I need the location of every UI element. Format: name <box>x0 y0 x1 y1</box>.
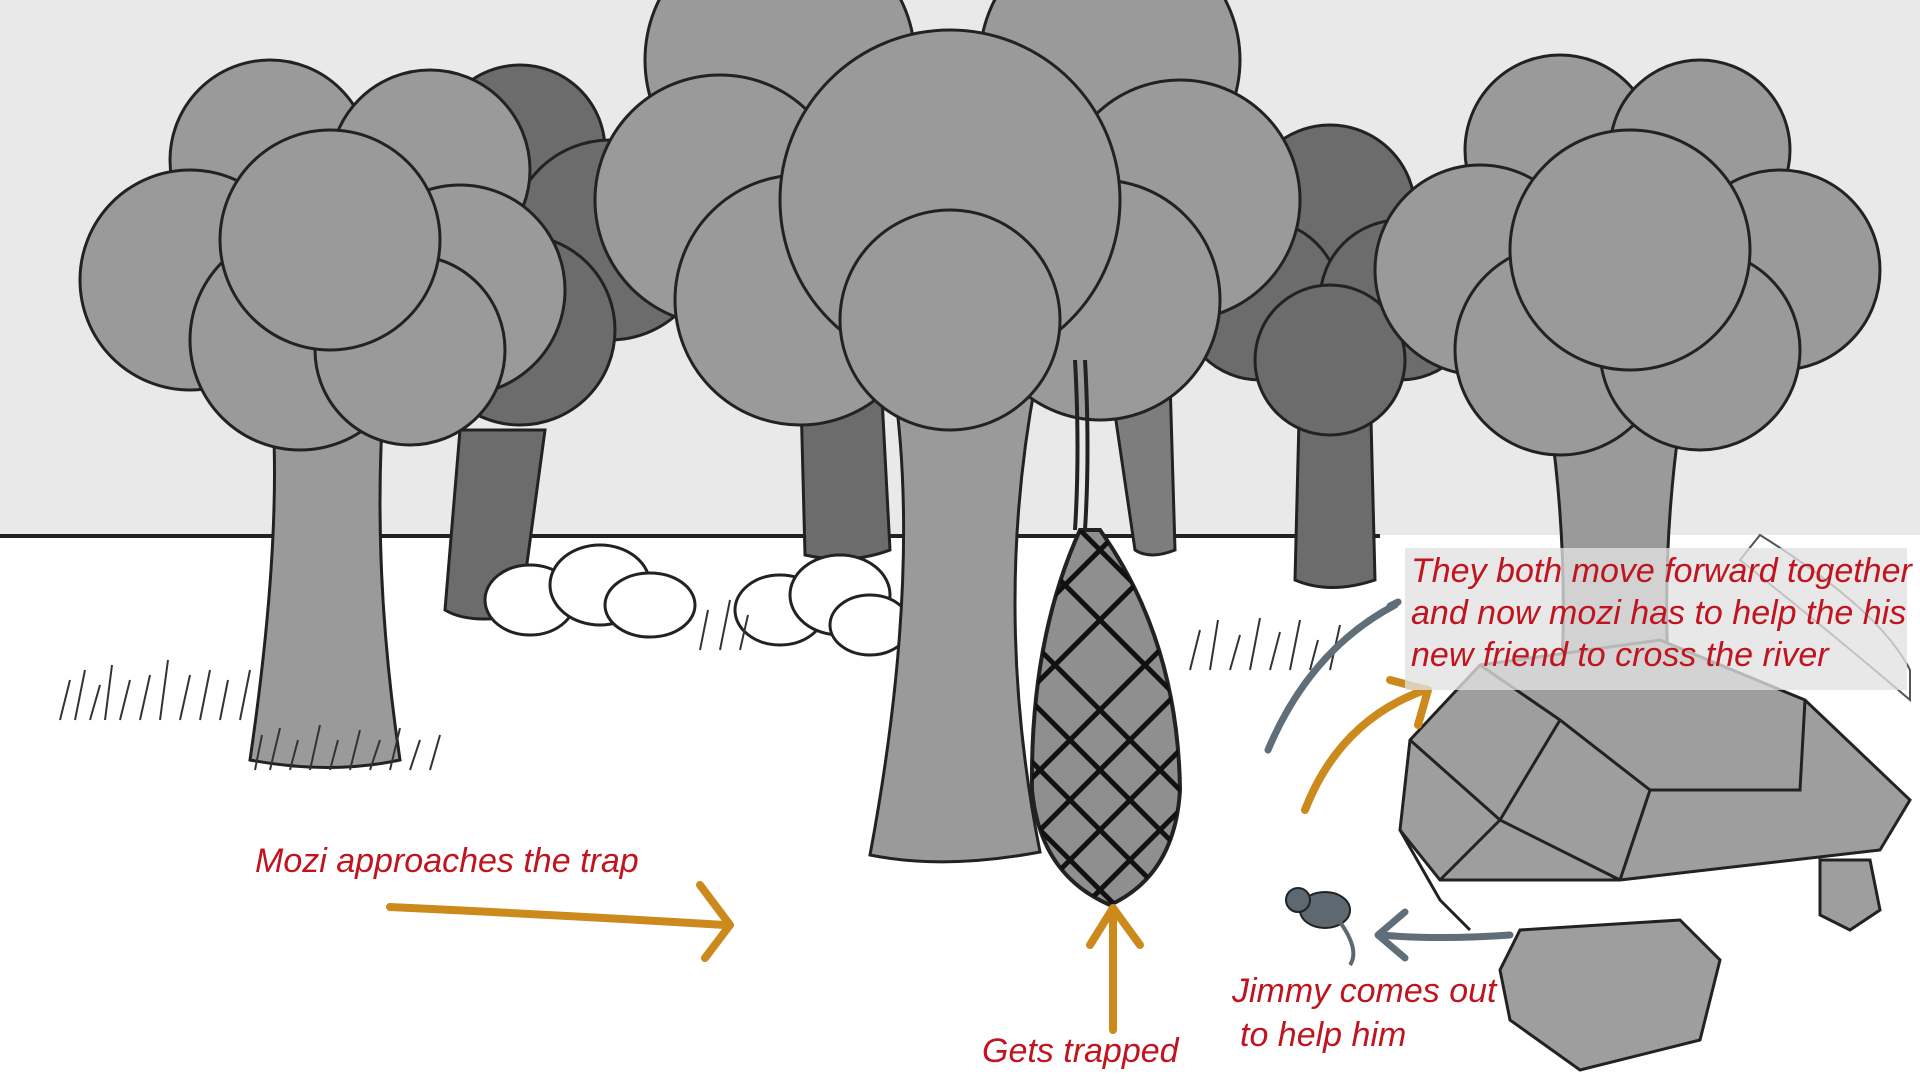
tree-mid-right <box>1108 378 1177 557</box>
arrow-forward-orange-icon <box>1301 676 1432 814</box>
caption-trapped: Gets trapped <box>982 1032 1179 1070</box>
caption-jimmy-line1: Jimmy comes out <box>1232 972 1497 1010</box>
bush-right <box>733 553 912 657</box>
arrow-trapped-icon <box>1086 904 1144 1034</box>
net-trap-icon <box>1029 359 1183 908</box>
tree-front-center <box>593 0 1302 864</box>
caption-together-line3: new friend to cross the river <box>1411 636 1829 674</box>
mouse-sketch-icon <box>1285 887 1356 967</box>
tree-front-left <box>78 58 567 769</box>
bush-left <box>483 543 697 639</box>
caption-jimmy-line2: to help him <box>1240 1016 1407 1054</box>
caption-together-box: They both move forward together and now … <box>1405 548 1912 690</box>
caption-together-line1: They both move forward together <box>1411 552 1912 590</box>
caption-approach: Mozi approaches the trap <box>255 842 639 880</box>
arrow-jimmy-icon <box>1374 908 1514 962</box>
caption-together-line2: and now mozi has to help the his <box>1411 594 1907 632</box>
arrow-approach-icon <box>386 881 734 962</box>
grass-tufts <box>59 599 1341 771</box>
arrow-forward-slate-icon <box>1264 598 1402 754</box>
